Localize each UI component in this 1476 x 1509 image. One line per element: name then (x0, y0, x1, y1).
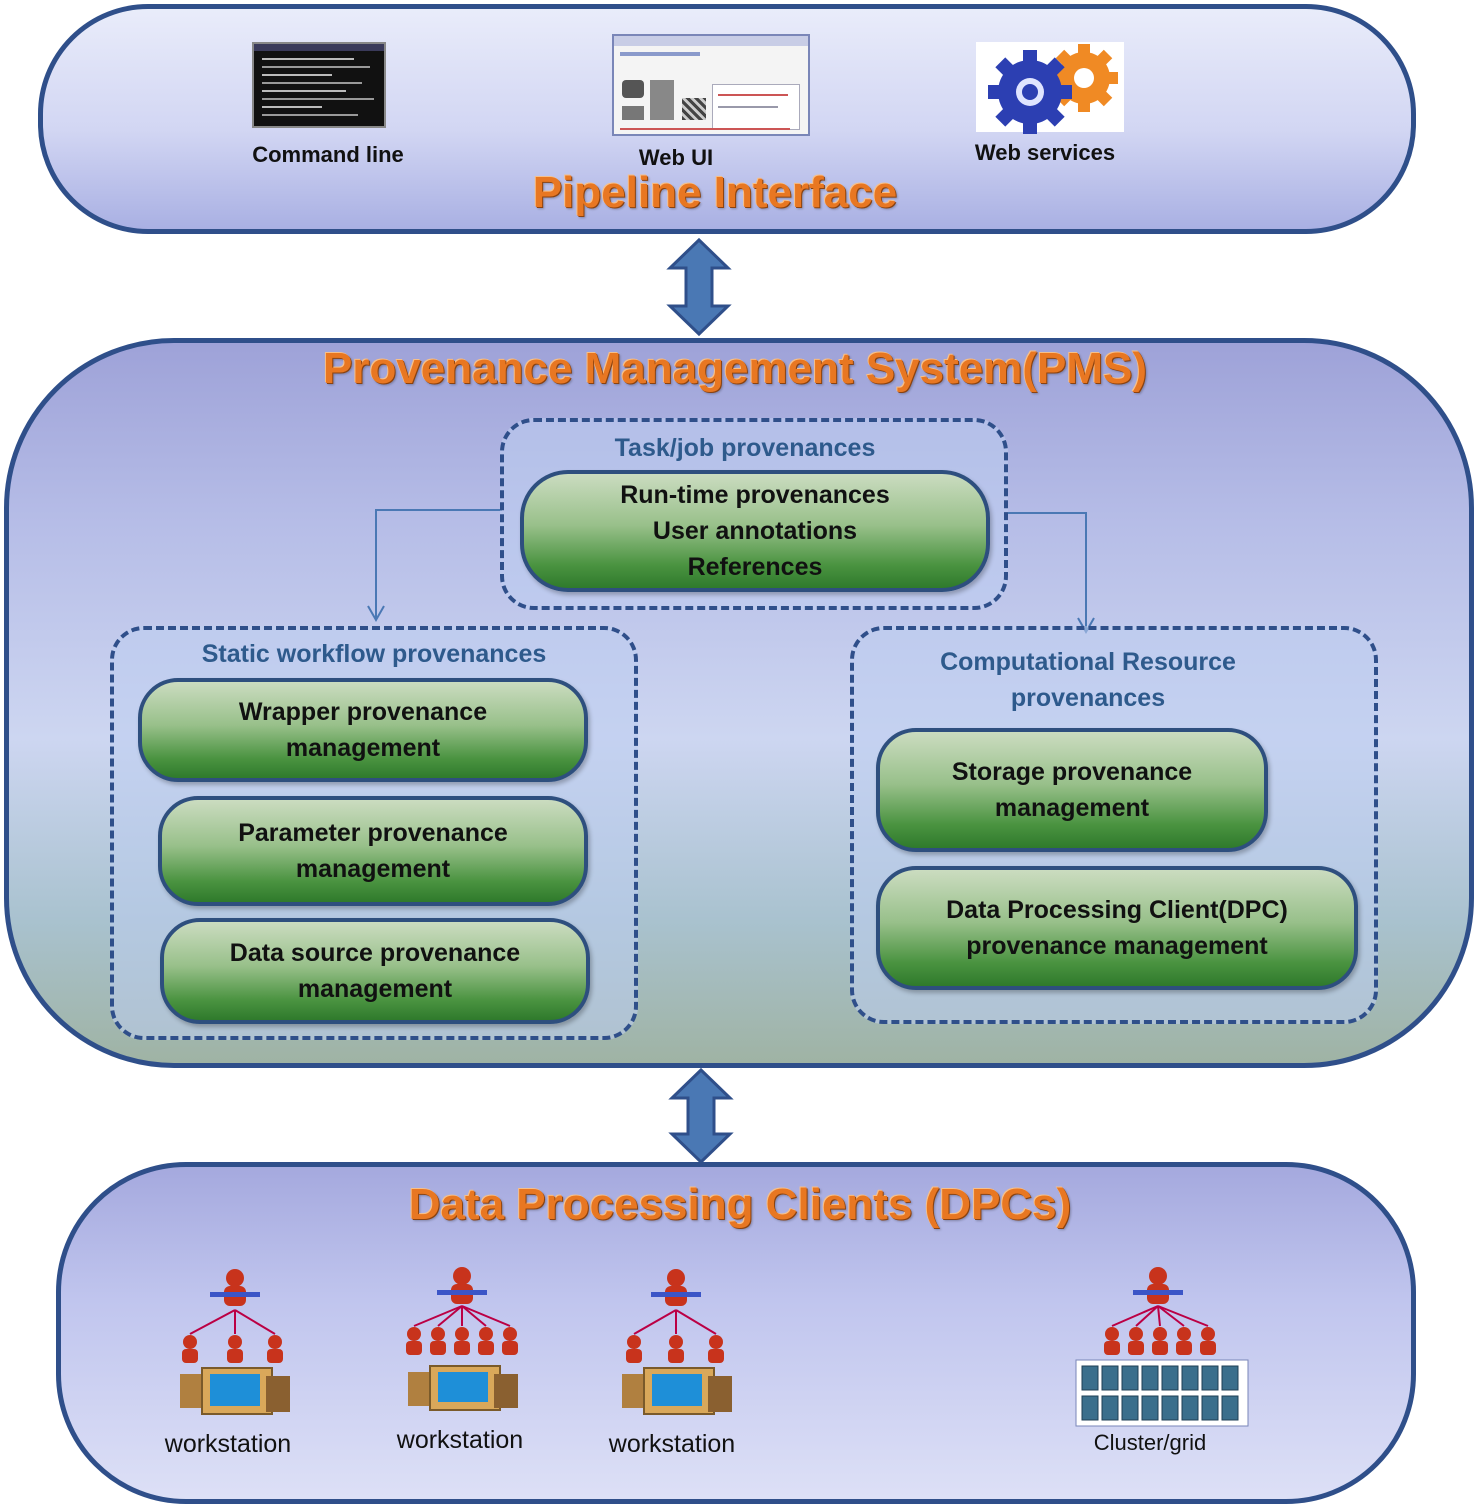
parameter-provenance-line1: Parameter provenance (238, 819, 508, 847)
dpc-provenance-box: Data Processing Client(DPC) provenance m… (876, 866, 1358, 990)
runtime-provenances-box: Run-time provenances User annotations Re… (520, 470, 990, 592)
dpc-title: Data Processing Clients (DPCs) (408, 1180, 1072, 1229)
storage-provenance-line1: Storage provenance (951, 758, 1193, 786)
double-arrow-bottom (668, 1067, 734, 1165)
computational-resource-title-line2: provenances (1010, 684, 1166, 712)
user-annotations-line: User annotations (652, 517, 858, 545)
task-job-provenances-title: Task/job provenances (614, 434, 876, 462)
cluster-icon (1075, 1267, 1249, 1427)
pipeline-interface-title: Pipeline Interface (532, 168, 898, 217)
workstation-label-1: workstation (164, 1430, 292, 1458)
storage-provenance-line2: management (994, 794, 1150, 822)
workstation-icon (180, 1269, 290, 1415)
data-source-provenance-line1: Data source provenance (229, 939, 521, 967)
dpc-provenance-line2: provenance management (966, 932, 1268, 960)
workstation-icon (406, 1267, 518, 1411)
web-ui-label: Web UI (638, 145, 714, 170)
web-browser-icon (612, 34, 810, 136)
workstation-icon (622, 1269, 732, 1415)
gears-icon (976, 42, 1124, 134)
runtime-provenances-line: Run-time provenances (620, 481, 890, 509)
dpc-provenance-line1: Data Processing Client(DPC) (946, 896, 1288, 924)
cluster-grid-label: Cluster/grid (1093, 1430, 1207, 1455)
computational-resource-title-line1: Computational Resource (940, 648, 1236, 676)
data-source-provenance-box: Data source provenance management (160, 918, 590, 1024)
workstation-label-2: workstation (396, 1426, 524, 1454)
storage-provenance-box: Storage provenance management (876, 728, 1268, 852)
double-arrow-top (666, 237, 732, 337)
references-line: References (687, 553, 823, 581)
static-workflow-provenances-title: Static workflow provenances (201, 640, 547, 668)
pms-title: Provenance Management System(PMS) (322, 344, 1148, 393)
terminal-icon (252, 42, 386, 128)
workstation-label-3: workstation (608, 1430, 736, 1458)
command-line-label: Command line (252, 142, 404, 167)
wrapper-provenance-line1: Wrapper provenance (238, 698, 488, 726)
parameter-provenance-line2: management (295, 855, 451, 883)
wrapper-provenance-box: Wrapper provenance management (138, 678, 588, 782)
wrapper-provenance-line2: management (285, 734, 441, 762)
data-source-provenance-line2: management (297, 975, 453, 1003)
parameter-provenance-box: Parameter provenance management (158, 796, 588, 906)
web-services-label: Web services (974, 140, 1116, 165)
computational-resource-provenances-title: Computational Resource provenances (850, 644, 1326, 716)
